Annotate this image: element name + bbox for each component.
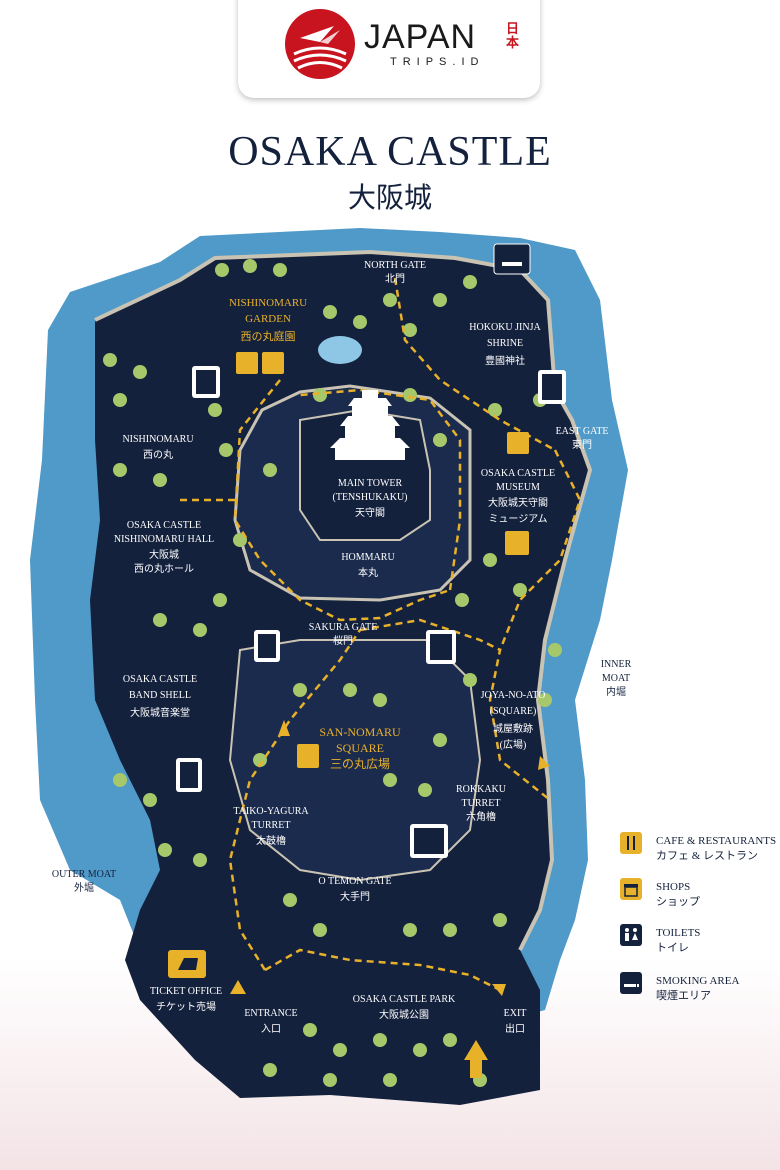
hommaru-label-jp: 本丸 [358,566,378,579]
cafe-icon [620,832,642,854]
exit-label-jp: 出口 [505,1022,525,1035]
taiko-label-jp: 太鼓櫓 [256,834,286,847]
ticket-office-icon [168,950,206,978]
legend-toilets-label: TOILETS [656,927,701,939]
east-gate-label: EAST GATE [556,426,609,437]
shop-icon [620,878,642,900]
garden-label-1: NISHINOMARU [229,297,307,309]
park-label: OSAKA CASTLE PARK [353,994,456,1005]
legend-toilets-label-jp: トイレ [656,942,689,954]
hokoku-label-jp: 豊國神社 [485,354,525,367]
sakura-gate-label-jp: 桜門 [333,634,353,647]
legend-smoking-label-jp: 喫煙エリア [656,990,711,1002]
museum-label-jp1: 大阪城天守閣 [488,496,548,509]
legend-cafe-label-jp: カフェ & レストラン [656,850,759,862]
inner-moat-label-1: INNER [600,659,632,670]
rokkaku-label-jp: 六角櫓 [466,810,496,823]
museum-label-2: MUSEUM [496,482,540,493]
outer-wall [94,249,593,951]
museum-label-jp2: ミュージアム [488,513,547,525]
entrance-label-jp: 入口 [261,1024,281,1035]
entrance-label: ENTRANCE [244,1008,297,1019]
ticket-label-jp: チケット売場 [156,1000,216,1013]
legend-cafe-label: CAFE & RESTAURANTS [656,835,777,847]
main-tower-label-1: MAIN TOWER [338,478,403,489]
ticket-label: TICKET OFFICE [150,986,222,997]
garden-pond [318,336,362,364]
hall-label-jp1: 大阪城 [149,548,179,561]
joya-label-2: (SQUARE) [490,706,537,717]
main-tower-label-2: (TENSHUKAKU) [333,492,408,503]
park-label-jp: 大阪城公園 [379,1008,429,1021]
main-tower-icon [330,390,410,460]
joya-label-jp2: (広場) [500,738,527,751]
brand-name: JAPAN [364,18,477,56]
sannomaru-wall [228,639,482,882]
outer-moat-label: OUTER MOAT 外堀 [44,868,124,896]
hall-label-1: OSAKA CASTLE [127,520,201,531]
smoking-icon-map [493,243,531,275]
nishinomaru-label-jp: 西の丸 [143,448,173,461]
main-tower-label-jp: 天守閣 [355,506,385,519]
outer-moat-label-jp: 外堀 [74,883,94,894]
legend-shops-label-jp: ショップ [656,896,700,908]
brand-subtitle: TRIPS.ID [390,56,485,68]
route-arrows [230,720,550,1078]
otemon-label: O TEMON GATE [318,876,391,887]
east-gate-label-jp: 東門 [572,438,592,451]
legend-item-toilets: TOILETS トイレ [656,926,700,956]
legend-item-shops: SHOPS ショップ [656,880,700,910]
brand-logo-icon [285,9,355,79]
hall-label-jp2: 西の丸ホール [134,562,194,575]
taiko-label-2: TURRET [252,820,291,831]
otemon-label-jp: 大手門 [340,890,370,903]
smoking-icon [620,972,642,994]
page-title-jp: 大阪城 [347,183,432,214]
garden-label-2: GARDEN [245,313,291,325]
band-shell-label-2: BAND SHELL [129,690,191,701]
san-nomaru-label-2: SQUARE [336,741,384,755]
rokkaku-label-2: TURRET [462,798,501,809]
hall-label-2: NISHINOMARU HALL [114,534,214,545]
inner-moat-label-jp: 内堀 [606,687,626,698]
hokoku-label-2: SHRINE [487,338,523,349]
garden-label-jp: 西の丸庭園 [241,329,296,343]
hokoku-label-1: HOKOKU JINJA [469,322,541,333]
outer-moat-label-en: OUTER MOAT [51,869,117,880]
san-nomaru-label-1: SAN-NOMARU [319,725,401,739]
band-shell-label-1: OSAKA CASTLE [123,674,197,685]
walking-route [180,277,582,992]
exit-label: EXIT [504,1008,527,1019]
toilet-icon [620,924,642,946]
north-gate-label-jp: 北門 [385,273,405,285]
page-title: OSAKA CASTLE [228,129,552,175]
hommaru-label: HOMMARU [341,552,395,563]
band-shell-label-jp: 大阪城音楽堂 [130,706,190,719]
joya-label-1: JOYA-NO-ATO [481,690,546,701]
taiko-label-1: TAIKO-YAGURA [233,806,309,817]
rokkaku-label-1: ROKKAKU [456,784,507,795]
legend-shops-label: SHOPS [656,881,691,893]
sakura-gate-label: SAKURA GATE [309,622,378,633]
inner-moat-label: INNER MOAT 内堀 [588,658,644,700]
san-nomaru-label-jp: 三の丸広場 [330,757,390,771]
brand-kanji: 日本 [506,21,520,50]
toilet-icons [176,366,566,858]
nishinomaru-label: NISHINOMARU [122,434,194,445]
joya-label-jp1: 城屋敷跡 [493,722,533,735]
legend-item-cafe: CAFE & RESTAURANTS カフェ & レストラン [656,834,776,864]
inner-moat-label-2: MOAT [601,673,631,684]
north-gate-label: NORTH GATE [364,260,426,271]
shop-icons [236,352,529,768]
brand-logo-card[interactable]: JAPAN TRIPS.ID 日本 [238,0,540,98]
legend-smoking-label: SMOKING AREA [656,975,740,987]
legend-item-smoking: SMOKING AREA 喫煙エリア [656,974,739,1004]
museum-label-1: OSAKA CASTLE [481,468,555,479]
